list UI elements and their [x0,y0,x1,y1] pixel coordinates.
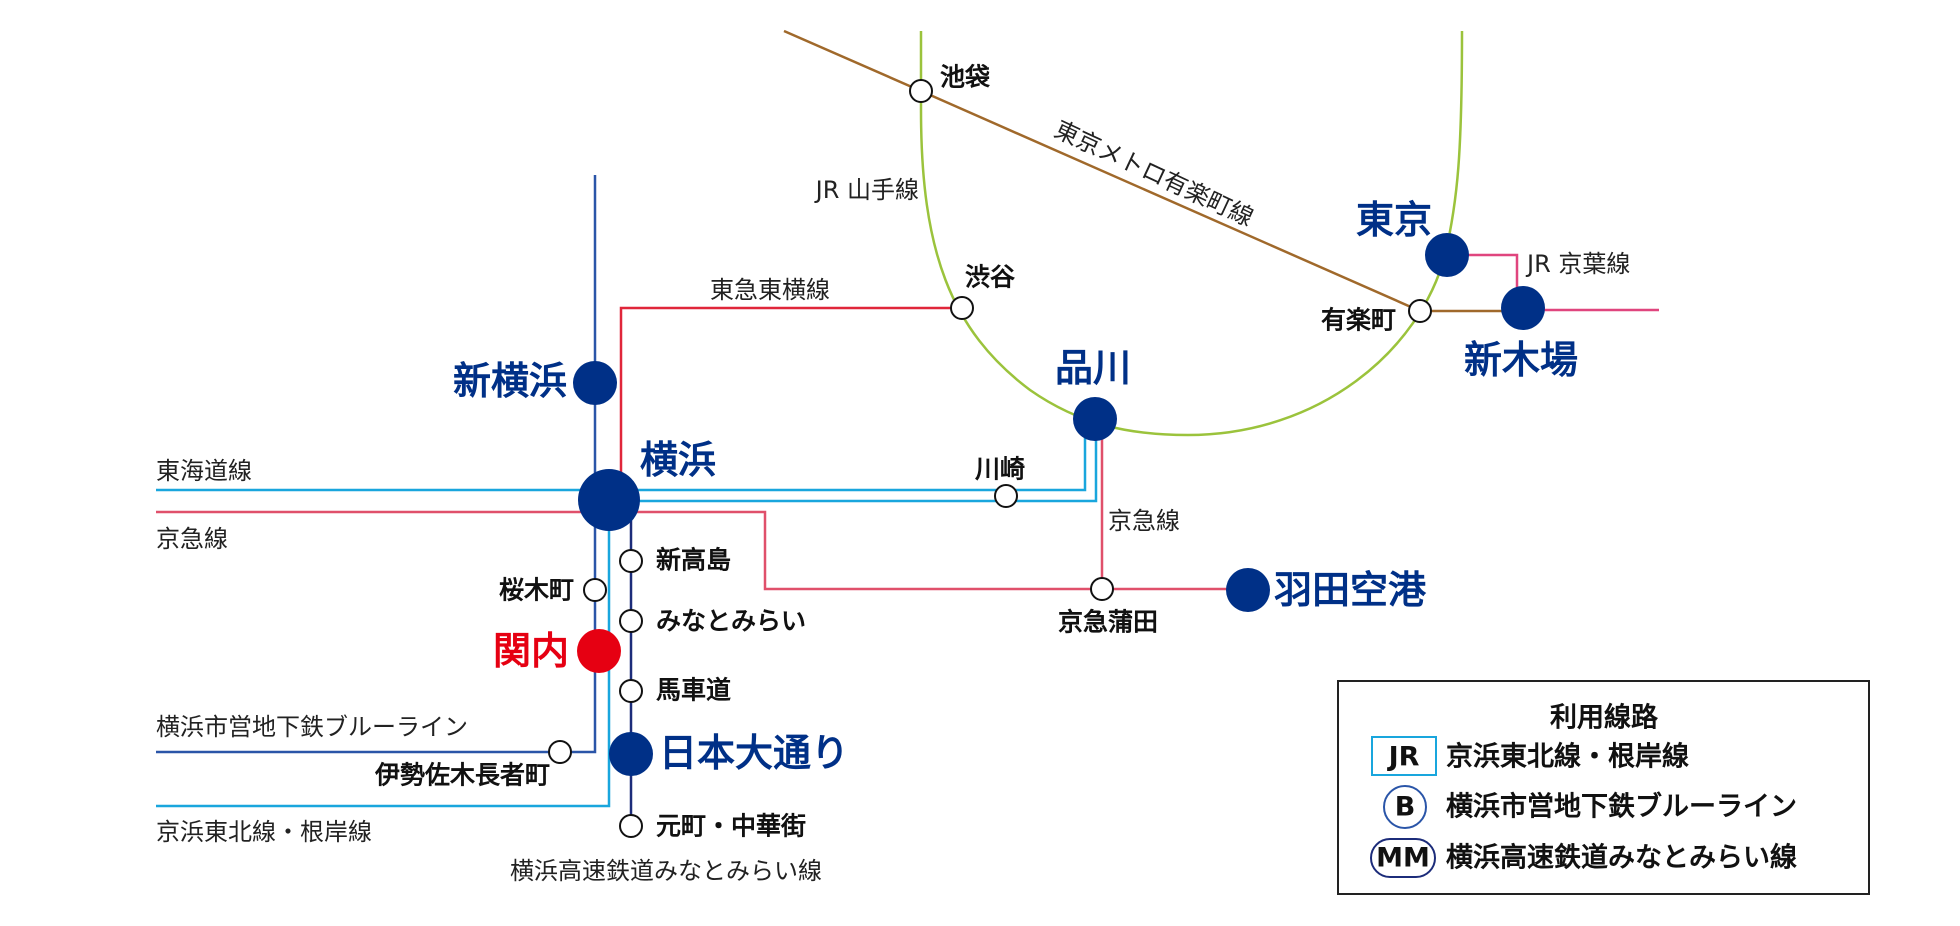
label-keihin-tohoku: 京浜東北線・根岸線 [156,818,372,846]
label-shinagawa: 品川 [1055,346,1131,390]
yurakucho-line [783,29,1523,313]
keihin-tohoku-line [156,419,1098,808]
station-keikyu-kamata-marker[interactable] [1090,577,1114,601]
legend-item-keihin-tohoku: 京浜東北線・根岸線 [1446,741,1689,773]
label-isezakichojamachi: 伊勢佐木長者町 [374,761,550,790]
station-nihon-odori-marker[interactable] [609,732,653,776]
station-kannai-marker[interactable] [577,629,621,673]
blue-line-badge [1383,785,1427,829]
label-yurakucho: 有楽町 [1321,306,1396,335]
keikyu-line [156,419,1248,591]
station-ikebukuro-marker[interactable] [909,79,933,103]
station-shin-yokohama-marker[interactable] [573,361,617,405]
station-yokohama-marker[interactable] [578,469,640,531]
station-isezakichojamachi-marker[interactable] [548,740,572,764]
label-motomachi: 元町・中華街 [656,812,806,841]
station-kawasaki-marker[interactable] [994,484,1018,508]
tokaido-line [156,419,1087,492]
label-bashamichi: 馬車道 [656,676,731,705]
station-yurakucho-marker[interactable] [1408,299,1432,323]
jr-badge-text: JR [1387,742,1420,773]
label-ikebukuro: 池袋 [940,63,991,92]
tokyu-line [619,306,962,500]
label-keikyu-west: 京急線 [156,525,228,553]
label-tokyo: 東京 [1356,198,1432,242]
station-bashamichi-marker[interactable] [619,679,643,703]
legend-title: 利用線路 [1550,702,1659,734]
label-minatomirai: みなとみらい [656,607,806,636]
label-shin-takashima: 新高島 [656,546,731,575]
label-shibuya: 渋谷 [965,263,1016,292]
station-shinagawa-marker[interactable] [1073,397,1117,441]
label-haneda: 羽田空港 [1274,568,1427,612]
minatomirai-badge [1370,838,1436,878]
jr-badge [1371,736,1437,776]
station-sakuragicho-marker[interactable] [583,578,607,602]
label-tokyu: 東急東横線 [710,276,830,304]
label-keikyu-airport: 京急線 [1108,507,1180,535]
label-shin-yokohama: 新横浜 [453,359,567,403]
station-shin-takashima-marker[interactable] [619,549,643,573]
station-minatomirai-marker[interactable] [619,609,643,633]
station-tokyo-marker[interactable] [1425,233,1469,277]
label-keiyo: JR 京葉線 [1525,250,1630,278]
station-shinkiba-marker[interactable] [1501,286,1545,330]
label-sakuragicho: 桜木町 [499,576,574,605]
minatomirai-badge-text: MM [1376,843,1430,874]
label-tokaido: 東海道線 [156,457,252,485]
label-yokohama: 横浜 [640,438,716,482]
label-nihon-odori: 日本大通り [659,731,849,775]
station-motomachi-marker[interactable] [619,814,643,838]
legend: 利用線路 JR 京浜東北線・根岸線 B 横浜市営地下鉄ブルーライン MM 横浜高… [1337,680,1870,895]
label-blue-line: 横浜市営地下鉄ブルーライン [156,713,468,741]
label-kannai: 関内 [493,629,569,673]
label-keikyu-kamata: 京急蒲田 [1058,608,1158,637]
legend-item-minatomirai: 横浜高速鉄道みなとみらい線 [1446,842,1797,874]
label-shinkiba: 新木場 [1464,338,1578,382]
station-shibuya-marker[interactable] [950,296,974,320]
label-yurakucho: 東京メトロ有楽町線 [1050,115,1258,232]
legend-item-blue-line: 横浜市営地下鉄ブルーライン [1446,791,1797,823]
station-haneda-marker[interactable] [1226,568,1270,612]
label-minatomirai: 横浜高速鉄道みなとみらい線 [510,857,822,885]
label-kawasaki: 川崎 [975,455,1025,484]
blue-line-badge-text: B [1395,792,1416,823]
label-yamanote: JR 山手線 [814,176,919,204]
